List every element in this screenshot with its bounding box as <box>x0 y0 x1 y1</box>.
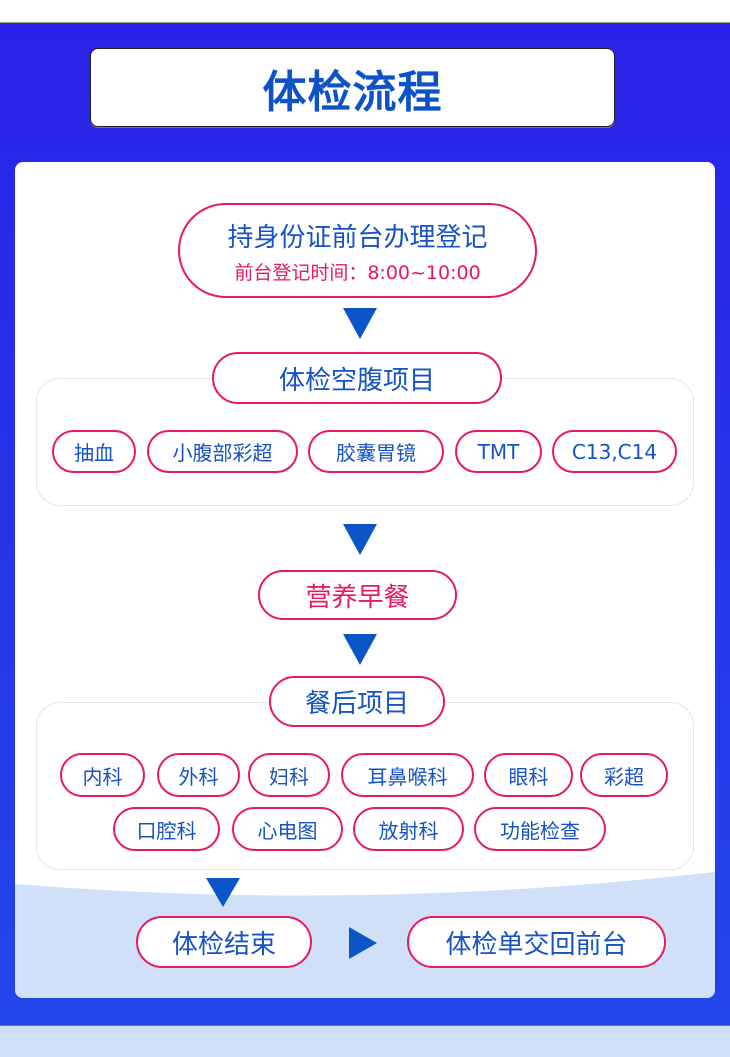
after-meal-item: 功能检查 <box>474 807 606 851</box>
fasting-item: 小腹部彩超 <box>147 430 298 473</box>
after-meal-item: 内科 <box>60 753 145 797</box>
end-step: 体检结束 <box>136 916 312 968</box>
after-meal-item: 心电图 <box>232 807 343 851</box>
fasting-item: 胶囊胃镜 <box>308 430 444 473</box>
after-meal-header: 餐后项目 <box>269 676 445 727</box>
after-meal-item: 口腔科 <box>113 807 220 851</box>
after-meal-item: 彩超 <box>580 753 668 797</box>
title-banner: 体检流程 <box>90 48 615 127</box>
after-meal-item: 外科 <box>157 753 240 797</box>
arrow-down-icon <box>206 878 240 907</box>
arrow-down-icon <box>343 634 377 665</box>
footer-band <box>0 1025 730 1057</box>
return-step: 体检单交回前台 <box>407 916 666 968</box>
arrow-right-icon <box>349 927 377 959</box>
fasting-item: TMT <box>455 430 542 473</box>
registration-label: 持身份证前台办理登记 <box>227 222 488 253</box>
after-meal-item: 妇科 <box>248 753 330 797</box>
arrow-down-icon <box>343 524 377 555</box>
breakfast-step: 营养早餐 <box>258 570 457 620</box>
after-meal-item: 耳鼻喉科 <box>341 753 474 797</box>
registration-step: 持身份证前台办理登记 前台登记时间：8:00~10:00 <box>178 203 537 298</box>
registration-time: 前台登记时间：8:00~10:00 <box>234 261 481 284</box>
after-meal-item: 放射科 <box>353 807 464 851</box>
fasting-item: 抽血 <box>52 430 136 473</box>
after-meal-item: 眼科 <box>484 753 573 797</box>
page-title: 体检流程 <box>262 66 443 118</box>
fasting-header: 体检空腹项目 <box>212 352 502 404</box>
fasting-item: C13,C14 <box>552 430 677 473</box>
arrow-down-icon <box>343 308 377 339</box>
